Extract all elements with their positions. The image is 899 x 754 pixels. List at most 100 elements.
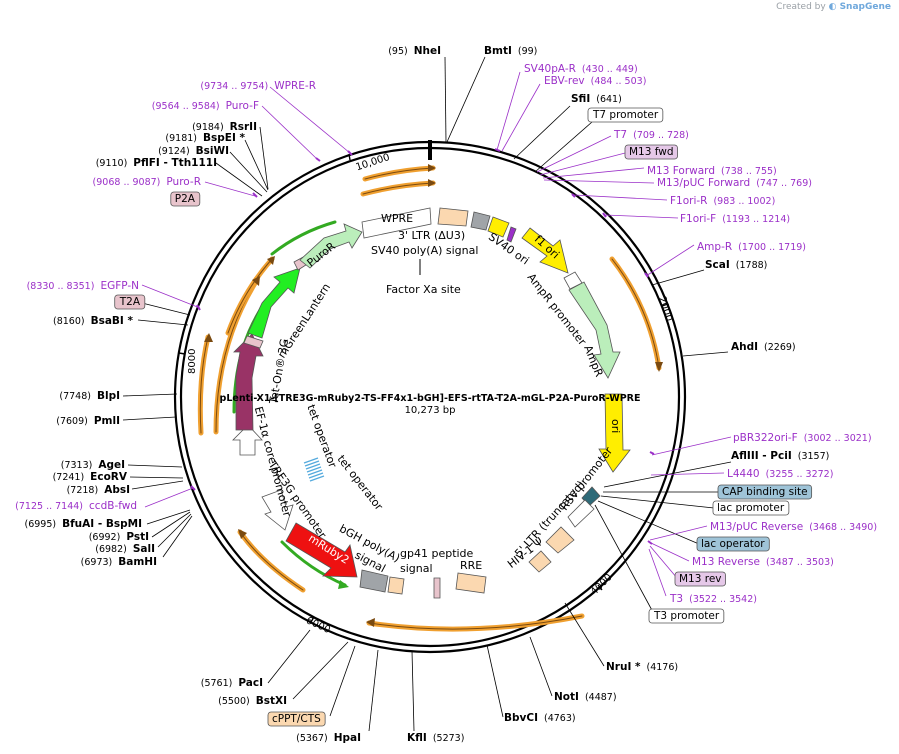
outer-label-part: BamHI [118,556,157,568]
outer-label: M13 rev [674,571,726,587]
outer-label-text: Amp-R(1700 .. 1719) [697,241,806,253]
outer-label-part: BsiWI [196,145,229,157]
leader-t3-promoter [594,504,655,615]
leader-l4440 [650,472,725,476]
leader-bbvci [486,644,504,718]
outer-label-part: (983 .. 1002) [713,196,775,207]
outer-label: lac operator [696,536,770,552]
outer-label-text: M13 fwd [629,146,674,158]
outer-label: (7609)PmlI [56,415,120,427]
outer-label-text: (7241)EcoRV [53,471,128,483]
outer-label-part: - Tth111I [160,157,217,169]
leader-lac-operator [597,500,700,545]
outer-label-part: (1193 .. 1214) [722,214,790,225]
outer-label-text: CAP binding site [722,486,808,498]
label-wpre: WPRE [381,212,413,225]
leader-ahdi [682,351,729,357]
leader-psti [151,511,191,538]
outer-label-part: PflFI [133,157,160,169]
outer-label-part: lac operator [701,538,765,550]
outer-label-part: (3487 .. 3503) [766,557,834,568]
outer-label-box [114,294,146,310]
outer-label: (8160)BsaBI * [53,315,133,327]
outer-label-text: NotI(4487) [554,691,617,703]
label-gp41-signal: signal [400,562,433,575]
outer-label-part: (9068 .. 9087) [93,177,161,188]
tick-8000 [178,352,186,355]
orf-arrowhead-left-3 [267,256,275,265]
outer-label-part: (1700 .. 1719) [738,242,806,253]
label-gp41: gp41 peptide [400,547,474,560]
outer-label: M13 fwd [624,144,678,160]
outer-label-part: (7748) [59,391,91,402]
primer-lines [141,71,732,597]
tet-operator-line-3 [305,463,321,470]
orf-arc-bottom-core [368,615,583,630]
outer-label: cPPT/CTS [267,711,326,727]
outer-label-text: F1ori-F(1193 .. 1214) [680,213,790,225]
outer-label-part: (9184) [192,122,224,133]
orf-arrowhead-right [655,362,663,372]
backbone [173,140,687,654]
outer-label-text: (6995)BfuAI - BspMI [25,518,142,530]
outer-label-text: M13/pUC Forward(747 .. 769) [657,177,812,189]
outer-label-part: (5367) [296,733,328,744]
orf-arcs [197,165,662,632]
outer-label-text: F1ori-R(983 .. 1002) [670,195,775,207]
outer-label: (9110)PflFI - Tth111I [96,157,217,169]
tet-operator-line-1 [303,457,319,464]
outer-label: M13/pUC Forward(747 .. 769) [657,177,812,189]
leader-ebv-rev [501,83,541,152]
outer-label-text: (5500)BstXI [218,695,287,707]
outer-label-text: (9110)PflFI - Tth111I [96,157,217,169]
tick-4000 [597,584,603,591]
outer-label-part: (3002 .. 3021) [804,433,872,444]
leader-sv40pa-r [496,71,521,151]
feature-3ltr [437,207,469,227]
outer-label-text: AhdI (2269) [731,341,796,353]
leader-f1ori-r [573,194,668,201]
outer-label-part: M13 rev [679,573,722,585]
outer-label-part: (2269) [764,342,796,353]
primer-marks [190,148,655,545]
outer-label-text: (5761)PacI [201,677,263,689]
outer-label-box [674,571,726,587]
outer-label-part: AhdI [731,341,758,353]
outer-label-part: (7218) [67,485,99,496]
feature-tre3g [261,489,294,531]
feature-hiv-psi [528,550,552,573]
outer-label: SV40pA-R(430 .. 449) [524,63,638,75]
outer-label: AhdI (2269) [731,341,796,353]
outer-label-part: PmlI [94,415,120,427]
leader-absi [131,480,184,490]
outer-label-part: (5761) [201,678,233,689]
snapgene-logo: ◐ [828,2,840,12]
outer-label: T3 promoter [648,608,725,624]
outer-label-text: (6982)SalI [95,543,155,555]
outer-label-part: BbvCI [504,712,538,724]
outer-label-part: (6992) [89,532,121,543]
outer-label-part: BspEI * [203,132,246,144]
tet-operator-line-4 [306,466,322,473]
outer-label-part: NheI [414,45,441,57]
outer-label-box [587,107,664,123]
orf-arc-top-2 [360,180,436,197]
outer-label-part: EGFP-N [100,280,139,292]
outer-label-part: Puro-R [166,176,201,188]
outer-label: (7218)AbsI [67,484,130,496]
outer-label-text: cPPT/CTS [272,713,321,725]
outer-label: CAP binding site [717,484,813,500]
outer-label: (7313)AgeI [61,459,125,471]
outer-label-text: (7313)AgeI [61,459,125,471]
leader-t7-promoter [534,121,593,173]
outer-label-part: AflIII [731,450,759,462]
leader-blpi [122,393,178,397]
outer-label-part: (4176) [647,662,679,673]
plasmid-length: 10,273 bp [405,405,456,416]
outer-label-part: (4487) [585,692,617,703]
outer-label-part: KflI [407,732,427,744]
primer-mark-8 [196,304,201,311]
outer-label-part: pBR322ori-F [733,432,798,444]
outer-label: T7 promoter [587,107,664,123]
outer-label-part: BsaBI * [91,315,134,327]
